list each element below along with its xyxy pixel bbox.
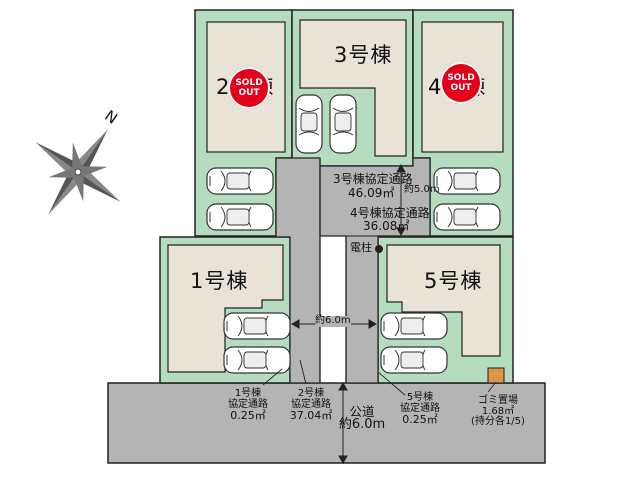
sold-out-badge-lot2: SOLD OUT [228, 67, 270, 109]
lot3-passage-area: 46.09㎡ [348, 186, 395, 200]
compass-icon [35, 129, 121, 215]
lot4-passage-area: 36.08㎡ [363, 219, 410, 233]
public-road-name: 公道 [349, 404, 375, 419]
lot2-passage-area: 37.04㎡ [289, 409, 333, 422]
parking-lot1-a [223, 312, 291, 340]
parking-lot3-b [329, 94, 357, 154]
public-road [107, 382, 546, 464]
sold-badge-line2: OUT [450, 83, 472, 93]
width-5m-label: 約5.0m [404, 184, 440, 195]
parking-lot4-a [433, 167, 501, 195]
dimension-arrow-public-road [338, 381, 348, 465]
lot2-passage-line2: 協定通路 [291, 398, 331, 410]
lot1-passage-line1: 1号棟 [234, 388, 262, 399]
lot5-passage-label: 5号棟 協定通路 0.25㎡ [397, 392, 443, 426]
lot5-passage-area: 0.25㎡ [402, 413, 438, 426]
sold-badge-line1: SOLD [235, 78, 263, 88]
parking-lot2-b [206, 203, 274, 231]
sold-badge-line1: SOLD [447, 73, 475, 83]
lot4-passage-name: 4号棟協定通路 [350, 206, 430, 220]
parking-lot2-a [206, 167, 274, 195]
parking-lot1-b [223, 346, 291, 374]
lot1-passage-area: 0.25㎡ [230, 409, 266, 422]
lot-5-building [386, 244, 501, 357]
utility-pole-label: 電柱 [350, 241, 372, 254]
garbage-share: (持分各1/5) [471, 416, 525, 427]
lot5-passage-line1: 5号棟 [406, 392, 434, 403]
width-6m-label: 約6.0m [315, 315, 351, 327]
sold-out-badge-lot4: SOLD OUT [440, 62, 482, 104]
parking-lot5-a [380, 312, 448, 340]
lot-5-label: 5号棟 [424, 269, 483, 293]
parking-lot4-b [433, 203, 501, 231]
lot-3-label: 3号棟 [334, 43, 393, 67]
lot-1-building [167, 244, 284, 373]
utility-pole-icon [375, 245, 383, 253]
garbage-area [487, 367, 505, 384]
public-road-width: 約6.0m [338, 417, 386, 433]
lot1-passage-label: 1号棟 協定通路 0.25㎡ [225, 388, 271, 422]
parking-lot5-b [380, 346, 448, 374]
garbage-name: ゴミ置場 [478, 395, 518, 406]
garbage-area-value: 1.68㎡ [481, 405, 515, 417]
public-road-label: 公道 約6.0m [336, 405, 388, 432]
lot3-passage-name: 3号棟協定通路 [333, 172, 413, 186]
lot5-passage-line2: 協定通路 [400, 402, 440, 414]
lot2-passage-line1: 2号棟 [297, 388, 325, 399]
leader-lines [262, 359, 497, 396]
parking-lot3-a [295, 94, 323, 154]
garbage-area-label: ゴミ置場 1.68㎡ (持分各1/5) [465, 395, 531, 428]
lot1-passage-line2: 協定通路 [228, 398, 268, 410]
sold-badge-line2: OUT [238, 88, 260, 98]
lot-3-building [299, 19, 407, 157]
lot2-passage-label: 2号棟 協定通路 37.04㎡ [286, 388, 336, 422]
dimension-arrow-5m [396, 163, 406, 237]
lot-1-label: 1号棟 [190, 269, 249, 293]
